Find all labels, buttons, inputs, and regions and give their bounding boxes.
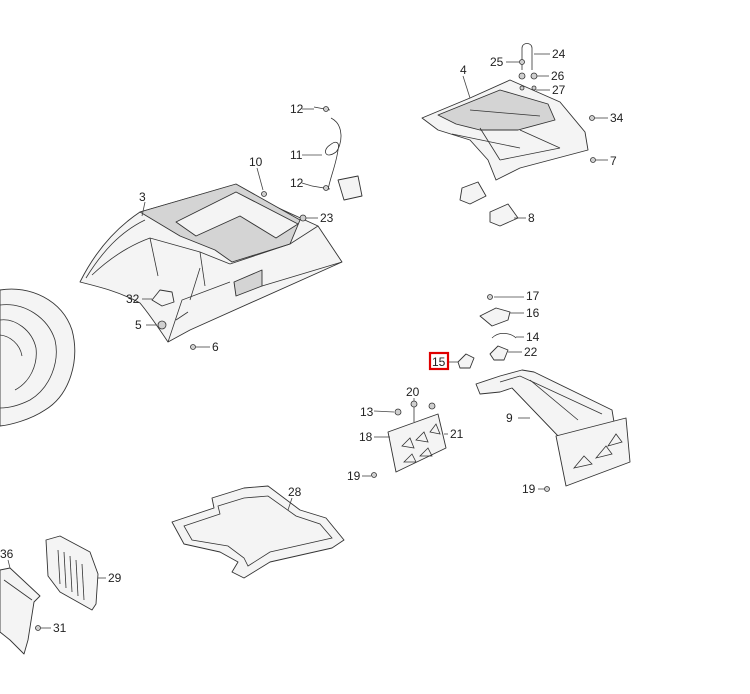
callout-19b[interactable]: 19: [522, 482, 536, 496]
callout-3[interactable]: 3: [139, 190, 146, 204]
bracket-part-16: [479, 307, 511, 327]
callout-11[interactable]: 11: [290, 148, 303, 162]
callout-36[interactable]: 36: [0, 547, 14, 561]
washer-part-13: [394, 402, 436, 416]
callout-23[interactable]: 23: [320, 211, 334, 225]
callout-32[interactable]: 32: [126, 292, 140, 306]
callout-10[interactable]: 10: [249, 155, 263, 169]
callout-21[interactable]: 21: [450, 427, 464, 441]
callout-16[interactable]: 16: [526, 306, 540, 320]
nut-part-27: [519, 85, 537, 91]
nut-part-5: [157, 320, 167, 330]
callout-12a[interactable]: 12: [290, 102, 304, 116]
callout-6[interactable]: 6: [212, 340, 219, 354]
screw-part-23: [299, 214, 307, 222]
callout-24[interactable]: 24: [552, 47, 566, 61]
callout-20[interactable]: 20: [406, 385, 420, 399]
callout-17[interactable]: 17: [526, 289, 540, 303]
pin-part-12a: [313, 106, 331, 112]
screw-part-31: [35, 625, 41, 631]
callout-19a[interactable]: 19: [347, 469, 361, 483]
callout-15-highlight: [428, 351, 450, 371]
callout-12b[interactable]: 12: [290, 176, 304, 190]
cable-bracket: [337, 175, 363, 201]
screw-part-6: [190, 344, 196, 350]
fastener-part-10: [261, 191, 267, 197]
callout-31[interactable]: 31: [53, 621, 67, 635]
rear-rack-part: [421, 79, 589, 181]
screw-part-19b: [544, 486, 550, 492]
callout-25[interactable]: 25: [490, 55, 504, 69]
callout-labels: 3 4 5 6 7 8 9 10 11 12 12 13 14 15 16 17…: [0, 47, 624, 635]
floor-mat-part-28: [171, 485, 345, 579]
panel-part-29: [45, 535, 99, 611]
cable-part-11: [325, 117, 342, 191]
clip-part-15: [457, 353, 475, 369]
screw-part-17: [487, 294, 493, 300]
callout-8[interactable]: 8: [528, 211, 535, 225]
pin-part-14: [491, 333, 517, 339]
callout-13[interactable]: 13: [360, 405, 374, 419]
screw-part-19a: [371, 472, 377, 478]
side-panel-part-36: [0, 567, 41, 655]
hitch-frame-part-9: [475, 369, 631, 487]
leader-lines: [7, 53, 608, 629]
callout-14[interactable]: 14: [526, 330, 540, 344]
callout-15[interactable]: 15: [432, 355, 446, 369]
callout-27[interactable]: 27: [552, 83, 566, 97]
mount-part-8a: [459, 181, 487, 205]
callout-5[interactable]: 5: [135, 318, 142, 332]
bolt-part-20: [410, 400, 418, 422]
callout-29[interactable]: 29: [108, 571, 122, 585]
callout-34[interactable]: 34: [610, 111, 624, 125]
clip-part-22: [489, 345, 509, 361]
screw-part-7: [590, 157, 596, 163]
callout-26[interactable]: 26: [551, 69, 565, 83]
callout-22[interactable]: 22: [524, 345, 538, 359]
callout-4[interactable]: 4: [460, 63, 467, 77]
plate-part-18: [387, 413, 447, 473]
clip-part-32: [151, 289, 175, 307]
washer-part-25: [519, 59, 525, 65]
washer-part-26: [518, 72, 538, 80]
rear-body-part: [79, 183, 343, 343]
screw-part-34: [589, 115, 595, 121]
callout-18[interactable]: 18: [359, 430, 373, 444]
callout-9[interactable]: 9: [506, 411, 513, 425]
callout-28[interactable]: 28: [288, 485, 302, 499]
seat-part: [0, 288, 76, 427]
ubolt-part-24: [521, 43, 533, 70]
callout-7[interactable]: 7: [610, 154, 617, 168]
pin-part-12b: [311, 185, 331, 191]
mount-part-8b: [489, 203, 519, 227]
